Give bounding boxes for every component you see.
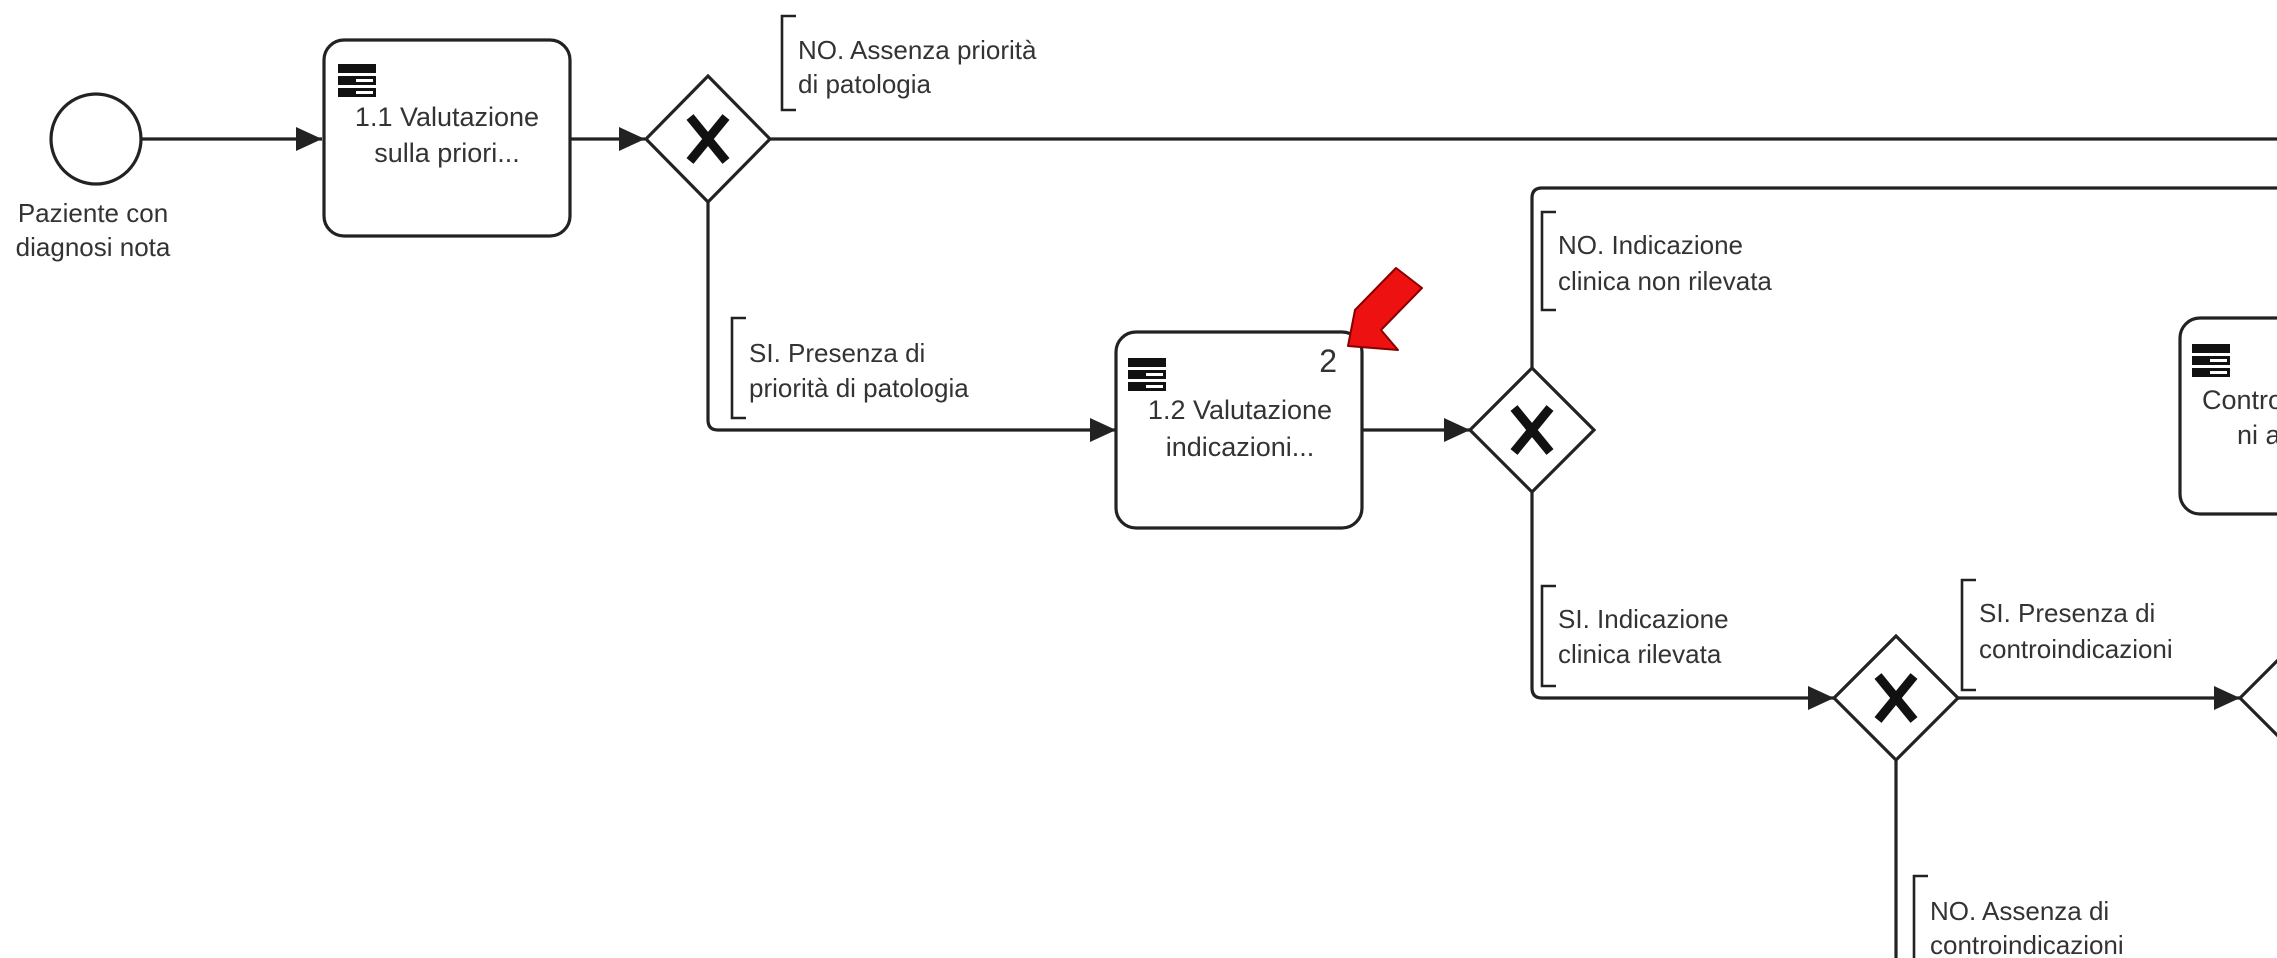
annotation-bracket bbox=[1540, 210, 1556, 312]
flow-label-text: NO. Indicazione bbox=[1558, 230, 1743, 260]
red-pointer-arrow-icon bbox=[1347, 267, 1423, 351]
gateway-x-icon bbox=[686, 114, 730, 164]
flow-label-text: SI. Presenza di bbox=[1979, 598, 2155, 628]
annotation-bracket bbox=[780, 14, 796, 112]
flow-label-text: priorità di patologia bbox=[749, 373, 969, 403]
arrowhead bbox=[619, 127, 645, 151]
flow-label-text: NO. Assenza priorità bbox=[798, 35, 1037, 65]
gateway-x-icon bbox=[1874, 673, 1918, 723]
annotation-bracket bbox=[1540, 584, 1556, 688]
task-1-1-box[interactable] bbox=[322, 38, 572, 238]
start-event-circle[interactable] bbox=[49, 92, 143, 186]
flow-gateway-2-no[interactable] bbox=[1530, 186, 2277, 368]
arrowhead bbox=[1444, 418, 1470, 442]
flow-label-text: NO. Assenza di bbox=[1930, 896, 2109, 926]
annotation-bracket bbox=[730, 316, 746, 420]
start-event-label: Paziente con bbox=[18, 198, 168, 228]
flow-label-text: SI. Indicazione bbox=[1558, 604, 1729, 634]
flow-gateway-1-si[interactable] bbox=[706, 202, 1116, 432]
task-1-1-label: 1.1 Valutazione bbox=[355, 102, 539, 132]
start-event[interactable]: Paziente con diagnosi nota bbox=[16, 92, 171, 262]
gateway-x-icon bbox=[1510, 405, 1554, 455]
task-1-1[interactable]: 1.1 Valutazione sulla priori... bbox=[322, 38, 572, 238]
task-1-2[interactable]: 2 1.2 Valutazione indicazioni... bbox=[1114, 330, 1364, 530]
service-task-icon bbox=[1128, 358, 1166, 391]
sequence-flows bbox=[142, 127, 2277, 958]
exclusive-gateway-1[interactable] bbox=[643, 73, 773, 205]
task-1-1-label: sulla priori... bbox=[374, 138, 520, 168]
service-task-icon bbox=[2192, 344, 2230, 377]
task-1-2-label: 1.2 Valutazione bbox=[1148, 395, 1332, 425]
flow-label-si-presenza-priorita: SI. Presenza di priorità di patologia bbox=[730, 316, 969, 420]
arrowhead bbox=[296, 127, 322, 151]
task-partial-label: ni a bbox=[2237, 420, 2277, 450]
flow-label-si-controindicazioni: SI. Presenza di controindicazioni bbox=[1960, 578, 2173, 692]
task-1-2-badge: 2 bbox=[1319, 343, 1337, 379]
gateway-diamond[interactable] bbox=[2237, 636, 2277, 760]
exclusive-gateway-3[interactable] bbox=[1831, 633, 1961, 763]
flow-label-text: clinica rilevata bbox=[1558, 639, 1722, 669]
task-partial-box[interactable] bbox=[2178, 316, 2277, 516]
flow-gateway-2-si[interactable] bbox=[1530, 492, 1834, 700]
task-1-2-label: indicazioni... bbox=[1166, 432, 1315, 462]
exclusive-gateway-4-partial[interactable] bbox=[2237, 636, 2277, 760]
flow-label-text: controindicazioni bbox=[1979, 634, 2173, 664]
flow-label-si-indicazione: SI. Indicazione clinica rilevata bbox=[1540, 584, 1729, 688]
flow-label-no-assenza-priorita: NO. Assenza priorità di patologia bbox=[780, 14, 1037, 112]
service-task-icon bbox=[338, 64, 376, 97]
task-partial-label: Contro bbox=[2202, 385, 2277, 415]
flow-label-text: di patologia bbox=[798, 69, 932, 99]
annotation-bracket bbox=[1912, 874, 1928, 958]
flow-label-text: clinica non rilevata bbox=[1558, 266, 1772, 296]
exclusive-gateway-2[interactable] bbox=[1467, 365, 1597, 495]
annotation-bracket bbox=[1960, 578, 1976, 692]
flow-label-no-indicazione: NO. Indicazione clinica non rilevata bbox=[1540, 210, 1772, 312]
flow-label-text: SI. Presenza di bbox=[749, 338, 925, 368]
flow-label-text: controindicazioni bbox=[1930, 930, 2124, 958]
flow-label-no-controindicazioni: NO. Assenza di controindicazioni bbox=[1912, 874, 2124, 958]
task-1-2-box[interactable] bbox=[1114, 330, 1364, 530]
arrowhead bbox=[2214, 686, 2240, 710]
arrowhead bbox=[1090, 418, 1116, 442]
start-event-label: diagnosi nota bbox=[16, 232, 171, 262]
task-partial[interactable]: Contro ni a bbox=[2178, 316, 2277, 516]
arrowhead bbox=[1808, 686, 1834, 710]
